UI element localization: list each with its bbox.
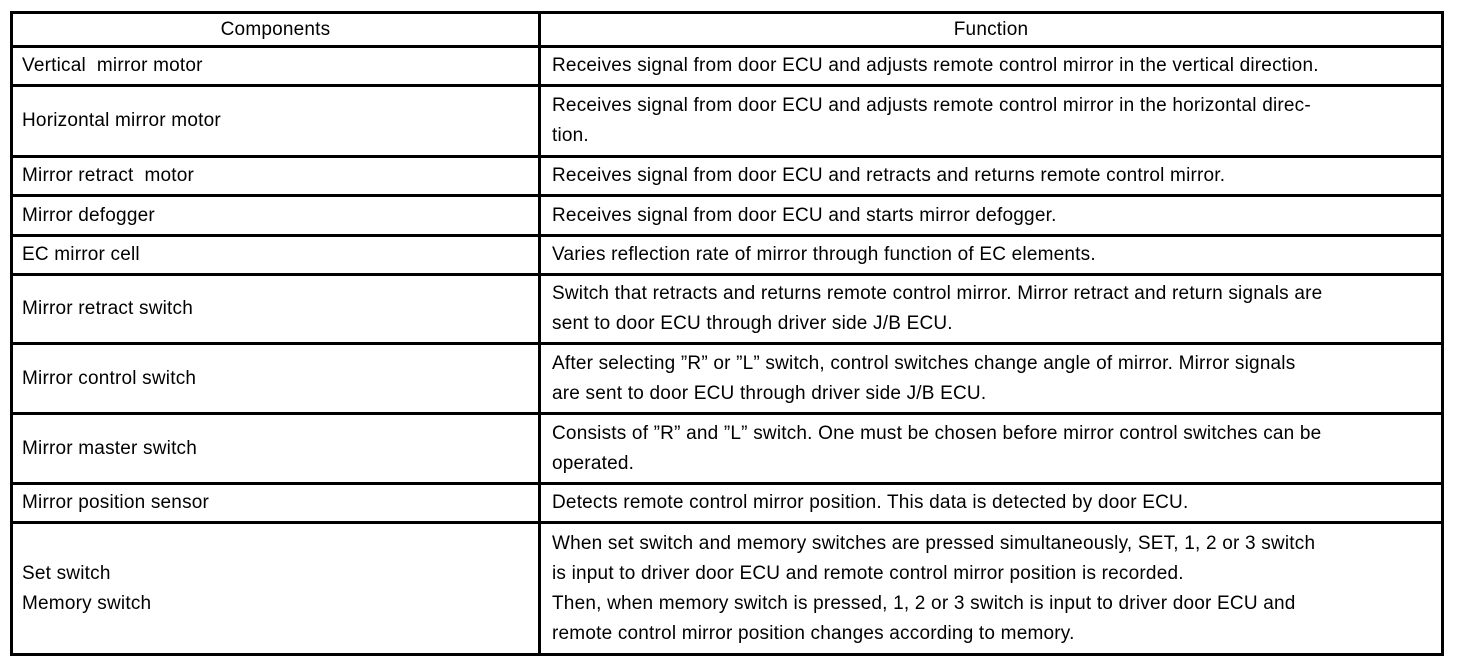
table-row-set-memory-switch: Set switch Memory switch When set switch…	[10, 521, 1444, 656]
table-row-mirror-control-switch: Mirror control switch After selecting ”R…	[10, 342, 1444, 415]
function-cell: Consists of ”R” and ”L” switch. One must…	[538, 412, 1444, 485]
function-cell: After selecting ”R” or ”L” switch, contr…	[538, 342, 1444, 415]
table-row-ec-mirror-cell: EC mirror cell Varies reflection rate of…	[10, 234, 1444, 276]
table-row-mirror-defogger: Mirror defogger Receives signal from doo…	[10, 194, 1444, 237]
component-cell: EC mirror cell	[10, 234, 541, 276]
function-cell: When set switch and memory switches are …	[538, 521, 1444, 656]
table-row-vertical-mirror-motor: Vertical mirror motor Receives signal fr…	[10, 45, 1444, 87]
component-cell: Vertical mirror motor	[10, 45, 541, 87]
function-cell: Receives signal from door ECU and retrac…	[538, 155, 1444, 197]
function-cell: Receives signal from door ECU and adjust…	[538, 84, 1444, 158]
table-row-mirror-position-sensor: Mirror position sensor Detects remote co…	[10, 482, 1444, 524]
table-header-row: Components Function	[10, 11, 1444, 48]
table-row-mirror-retract-switch: Mirror retract switch Switch that retrac…	[10, 273, 1444, 345]
component-cell: Set switch Memory switch	[10, 521, 541, 656]
function-cell: Receives signal from door ECU and starts…	[538, 194, 1444, 237]
component-cell: Mirror master switch	[10, 412, 541, 485]
table-row-mirror-retract-motor: Mirror retract motor Receives signal fro…	[10, 155, 1444, 197]
component-cell: Mirror position sensor	[10, 482, 541, 524]
component-cell: Mirror retract motor	[10, 155, 541, 197]
components-column-header: Components	[10, 11, 541, 48]
component-cell: Mirror retract switch	[10, 273, 541, 345]
components-function-table: Components Function Vertical mirror moto…	[10, 11, 1444, 656]
component-cell: Horizontal mirror motor	[10, 84, 541, 158]
component-cell: Mirror defogger	[10, 194, 541, 237]
component-cell: Mirror control switch	[10, 342, 541, 415]
function-cell: Varies reflection rate of mirror through…	[538, 234, 1444, 276]
table-row-mirror-master-switch: Mirror master switch Consists of ”R” and…	[10, 412, 1444, 485]
function-cell: Switch that retracts and returns remote …	[538, 273, 1444, 345]
function-column-header: Function	[538, 11, 1444, 48]
function-cell: Receives signal from door ECU and adjust…	[538, 45, 1444, 87]
function-cell: Detects remote control mirror position. …	[538, 482, 1444, 524]
table-row-horizontal-mirror-motor: Horizontal mirror motor Receives signal …	[10, 84, 1444, 158]
